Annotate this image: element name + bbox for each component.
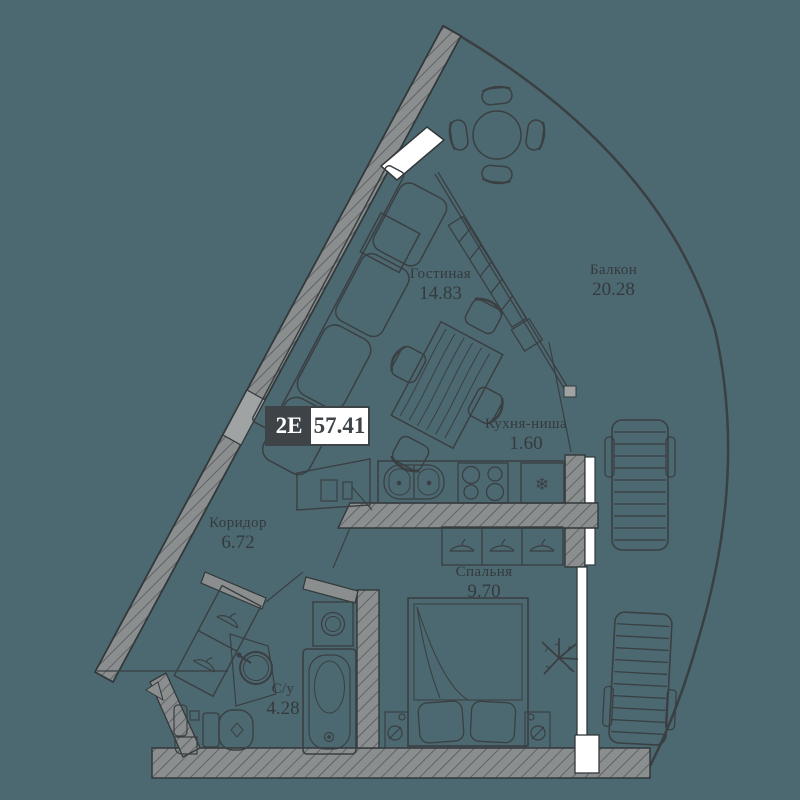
balcony-wall-curve	[442, 24, 730, 771]
blanket-fold	[416, 606, 469, 701]
sun-lounger	[604, 419, 676, 551]
bedroom-glass-wall	[576, 566, 588, 740]
washing-machine	[312, 601, 354, 647]
wardrobe	[441, 526, 564, 566]
kitchen-sink	[383, 464, 445, 500]
balcony-chair	[525, 119, 546, 151]
bedroom-door-leaf	[332, 527, 351, 569]
dining-table	[390, 320, 504, 450]
bathroom-top-wall-right	[302, 576, 359, 604]
entrance-door	[222, 389, 266, 446]
bathtub	[302, 648, 357, 755]
area-badge: 2E 57.41	[265, 406, 370, 446]
corner-wall-piece	[145, 681, 164, 702]
sun-lounger	[601, 611, 677, 746]
corridor-cabinet	[296, 458, 371, 511]
hanger-icon	[449, 538, 475, 552]
bathroom-corner-wall	[149, 672, 201, 758]
partition-door-pillar	[563, 385, 577, 398]
toilet	[202, 709, 254, 751]
bottom-exterior-wall	[151, 747, 651, 779]
living-room-window	[379, 126, 446, 181]
bedroom-top-wall	[336, 502, 599, 529]
bed	[407, 597, 529, 747]
cooktop	[457, 462, 509, 504]
hanger-icon	[193, 656, 216, 673]
corner-shelf	[174, 736, 198, 755]
dining-chair	[464, 297, 504, 335]
plant-icon	[541, 638, 579, 675]
water-heater	[173, 704, 200, 755]
snowflake-icon: ❄	[535, 475, 549, 494]
fridge: ❄	[520, 462, 565, 504]
hanger-icon	[216, 612, 239, 629]
nightstand-lamp	[384, 711, 409, 749]
pillow	[417, 700, 465, 744]
dining-chair	[467, 386, 504, 425]
pillow	[469, 700, 517, 744]
balcony-chair	[481, 164, 513, 185]
balcony-door-threshold	[574, 734, 600, 774]
side-table	[359, 211, 421, 274]
hanger-icon	[489, 538, 515, 552]
nightstand-lamp	[524, 711, 551, 749]
hanger-icon	[529, 538, 555, 552]
washbasin	[229, 633, 277, 707]
bathroom-bedroom-wall	[356, 589, 380, 749]
balcony-chair	[448, 119, 469, 151]
balcony-chair	[481, 85, 513, 106]
bathroom-wardrobe	[173, 584, 262, 698]
tv-console	[447, 215, 544, 352]
exterior-diagonal-wall	[93, 24, 463, 684]
kitchen-door-leaf	[351, 486, 373, 511]
bathroom-door-leaf	[265, 571, 304, 603]
dining-chair	[390, 345, 427, 384]
corner-sofa	[252, 165, 448, 476]
balcony-table-set	[448, 85, 546, 185]
balcony-door-leaf	[548, 341, 572, 453]
wood-grain	[399, 328, 491, 439]
unit-type-label: 2E	[267, 408, 311, 444]
total-area-value: 57.41	[311, 408, 368, 444]
round-table	[472, 110, 522, 160]
